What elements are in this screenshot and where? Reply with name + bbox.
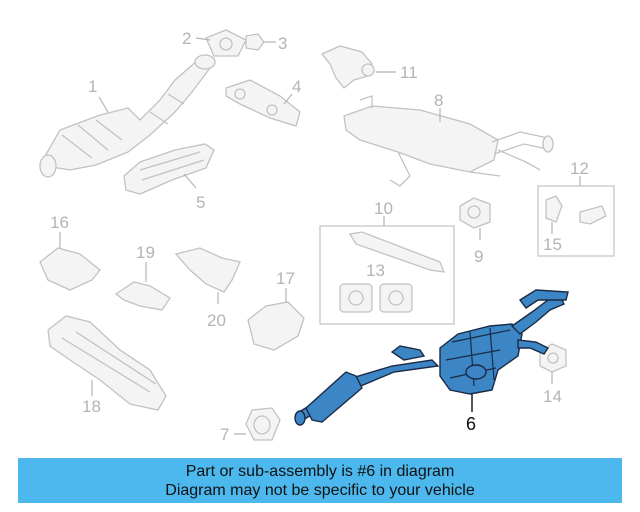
callout-15: 15 [543, 235, 562, 254]
part-8-exhaust-system[interactable] [343, 95, 554, 187]
callout-9: 9 [474, 247, 483, 266]
part-15-hanger[interactable] [545, 195, 607, 225]
part-2-gasket[interactable] [205, 29, 247, 57]
part-17-shield[interactable] [247, 301, 305, 351]
callout-7: 7 [220, 425, 229, 444]
callout-6: 6 [466, 414, 476, 434]
part-1-catalytic-converter[interactable] [38, 54, 216, 178]
info-banner: Part or sub-assembly is #6 in diagram Di… [18, 458, 622, 503]
callout-19: 19 [136, 243, 155, 262]
banner-line-2: Diagram may not be specific to your vehi… [165, 481, 475, 499]
callout-1: 1 [88, 77, 97, 96]
part-18-underbody-heat-shield[interactable] [47, 315, 167, 411]
part-4-bracket[interactable] [225, 79, 301, 127]
callout-8: 8 [434, 91, 443, 110]
part-20-heat-shield[interactable] [174, 247, 241, 293]
callout-12-group-box [537, 185, 615, 257]
callout-5: 5 [196, 193, 205, 212]
callout-4: 4 [292, 77, 301, 96]
part-7-clamp[interactable] [245, 407, 281, 441]
callout-10-group-box [319, 225, 455, 325]
callout-16: 16 [50, 213, 69, 232]
callout-14: 14 [543, 387, 562, 406]
exhaust-parts-diagram: 1 2 3 4 5 11 8 12 [38, 29, 615, 444]
part-6-rear-muffler-assembly[interactable] [294, 289, 569, 426]
callout-13: 13 [366, 261, 385, 280]
callout-3: 3 [278, 34, 287, 53]
callout-20: 20 [207, 311, 226, 330]
part-5-heat-shield[interactable] [123, 143, 215, 195]
callout-11: 11 [400, 63, 418, 82]
part-9-rubber-hanger[interactable] [459, 197, 491, 229]
part-10-bracket[interactable] [348, 231, 446, 273]
callout-17: 17 [276, 269, 295, 288]
part-16-heat-shield[interactable] [39, 247, 101, 291]
part-3-nut[interactable] [245, 33, 265, 51]
callout-10: 10 [374, 199, 393, 218]
callout-2: 2 [182, 29, 191, 48]
part-11-hanger-bracket[interactable] [320, 45, 375, 89]
callout-18: 18 [82, 397, 101, 416]
callout-12: 12 [570, 159, 589, 178]
banner-line-1: Part or sub-assembly is #6 in diagram [185, 462, 455, 480]
part-19-bracket[interactable] [114, 281, 171, 311]
part-13-insulators[interactable] [339, 283, 413, 313]
